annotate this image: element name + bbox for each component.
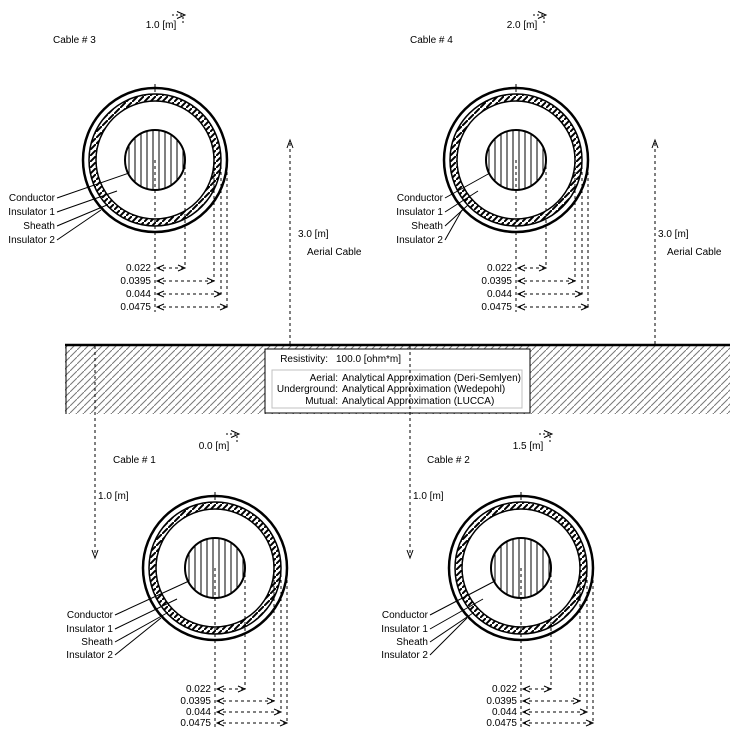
offset-arrow-icon xyxy=(226,430,241,442)
layer-leader-lines xyxy=(429,580,496,656)
layer-label-conductor: Conductor xyxy=(67,610,114,621)
radius-value: 0.0475 xyxy=(180,718,211,729)
offset-label: 1.5 [m] xyxy=(513,441,544,452)
layer-label-insulator1: Insulator 1 xyxy=(381,624,428,635)
cable-4-component[interactable]: 2.0 [m] Cable # 4 Conductor Insulator 1 … xyxy=(396,11,590,314)
depth-label: 1.0 [m] xyxy=(98,491,129,502)
method-value: Analytical Approximation (LUCCA) xyxy=(342,396,494,407)
layer-label-sheath: Sheath xyxy=(411,221,443,232)
aerial-cable-caption: Aerial Cable xyxy=(667,247,722,258)
offset-arrow-icon xyxy=(172,11,187,23)
radius-dimension-arrows xyxy=(215,685,289,727)
resistivity-value: 100.0 [ohm*m] xyxy=(336,354,401,365)
radius-value: 0.044 xyxy=(487,289,512,300)
radius-value: 0.0395 xyxy=(180,696,211,707)
radius-value: 0.022 xyxy=(492,684,517,695)
cable-name: Cable # 2 xyxy=(427,455,470,466)
layer-label-insulator2: Insulator 2 xyxy=(381,650,428,661)
info-box-frame xyxy=(264,348,531,414)
layer-leader-lines xyxy=(56,172,130,241)
down-arrow-icon xyxy=(406,549,414,560)
radius-value: 0.0475 xyxy=(120,302,151,313)
radius-value: 0.022 xyxy=(186,684,211,695)
layer-label-conductor: Conductor xyxy=(397,193,444,204)
radius-guide-lines xyxy=(520,568,594,727)
radius-value: 0.044 xyxy=(186,707,211,718)
ground-info-box[interactable]: Resistivity: 100.0 [ohm*m] Aerial: Analy… xyxy=(264,348,531,414)
offset-label: 2.0 [m] xyxy=(507,20,538,31)
radius-value: 0.0395 xyxy=(481,276,512,287)
method-label: Aerial: xyxy=(310,373,338,384)
resistivity-label: Resistivity: xyxy=(280,354,328,365)
height-label: 3.0 [m] xyxy=(658,229,689,240)
method-value: Analytical Approximation (Deri-Semlyen) xyxy=(342,373,521,384)
layer-label-sheath: Sheath xyxy=(23,221,55,232)
methods-box-frame xyxy=(271,369,523,409)
layer-leader-lines xyxy=(114,580,190,656)
method-value: Analytical Approximation (Wedepohl) xyxy=(342,384,505,395)
radius-guide-lines xyxy=(154,160,228,312)
radius-value: 0.0395 xyxy=(120,276,151,287)
layer-label-insulator1: Insulator 1 xyxy=(8,207,55,218)
layer-label-sheath: Sheath xyxy=(396,637,428,648)
radius-guide-lines xyxy=(214,568,288,727)
layer-label-insulator2: Insulator 2 xyxy=(66,650,113,661)
depth-label: 1.0 [m] xyxy=(413,491,444,502)
radius-dimension-arrows xyxy=(516,264,590,311)
offset-label: 1.0 [m] xyxy=(146,20,177,31)
cable-2-component[interactable]: 1.5 [m] Cable # 2 Conductor Insulator 1 … xyxy=(381,430,595,730)
layer-label-sheath: Sheath xyxy=(81,637,113,648)
layer-label-conductor: Conductor xyxy=(382,610,429,621)
radius-value: 0.0395 xyxy=(486,696,517,707)
offset-arrow-icon xyxy=(533,11,548,23)
radius-value: 0.044 xyxy=(126,289,151,300)
up-arrow-icon xyxy=(286,138,294,149)
aerial-cable-caption: Aerial Cable xyxy=(307,247,362,258)
radius-dimension-arrows xyxy=(155,264,229,311)
radius-guide-lines xyxy=(515,160,589,312)
radius-dimension-arrows xyxy=(521,685,595,727)
radius-value: 0.0475 xyxy=(481,302,512,313)
radius-value: 0.022 xyxy=(487,263,512,274)
layer-leader-lines xyxy=(444,172,491,241)
cable-1-component[interactable]: 0.0 [m] Cable # 1 Conductor Insulator 1 … xyxy=(66,430,289,730)
depth-marker-cable2: 1.0 [m] xyxy=(406,346,444,560)
radius-value: 0.022 xyxy=(126,263,151,274)
layer-label-insulator2: Insulator 2 xyxy=(396,235,443,246)
cable-3-component[interactable]: 1.0 [m] Cable # 3 Conductor Insulator 1 … xyxy=(8,11,229,314)
method-label: Underground: xyxy=(277,384,338,395)
radius-value: 0.044 xyxy=(492,707,517,718)
aerial-height-marker-left: 3.0 [m] Aerial Cable xyxy=(286,138,362,345)
layer-label-conductor: Conductor xyxy=(9,193,56,204)
cable-name: Cable # 4 xyxy=(410,35,453,46)
layer-label-insulator1: Insulator 1 xyxy=(66,624,113,635)
layer-label-insulator2: Insulator 2 xyxy=(8,235,55,246)
offset-label: 0.0 [m] xyxy=(199,441,230,452)
radius-value: 0.0475 xyxy=(486,718,517,729)
cable-name: Cable # 1 xyxy=(113,455,156,466)
aerial-height-marker-right: 3.0 [m] Aerial Cable xyxy=(651,138,722,345)
up-arrow-icon xyxy=(651,138,659,149)
height-label: 3.0 [m] xyxy=(298,229,329,240)
down-arrow-icon xyxy=(91,549,99,560)
depth-marker-cable1: 1.0 [m] xyxy=(91,346,129,560)
method-label: Mutual: xyxy=(305,396,338,407)
offset-arrow-icon xyxy=(539,430,554,442)
layer-label-insulator1: Insulator 1 xyxy=(396,207,443,218)
cable-name: Cable # 3 xyxy=(53,35,96,46)
